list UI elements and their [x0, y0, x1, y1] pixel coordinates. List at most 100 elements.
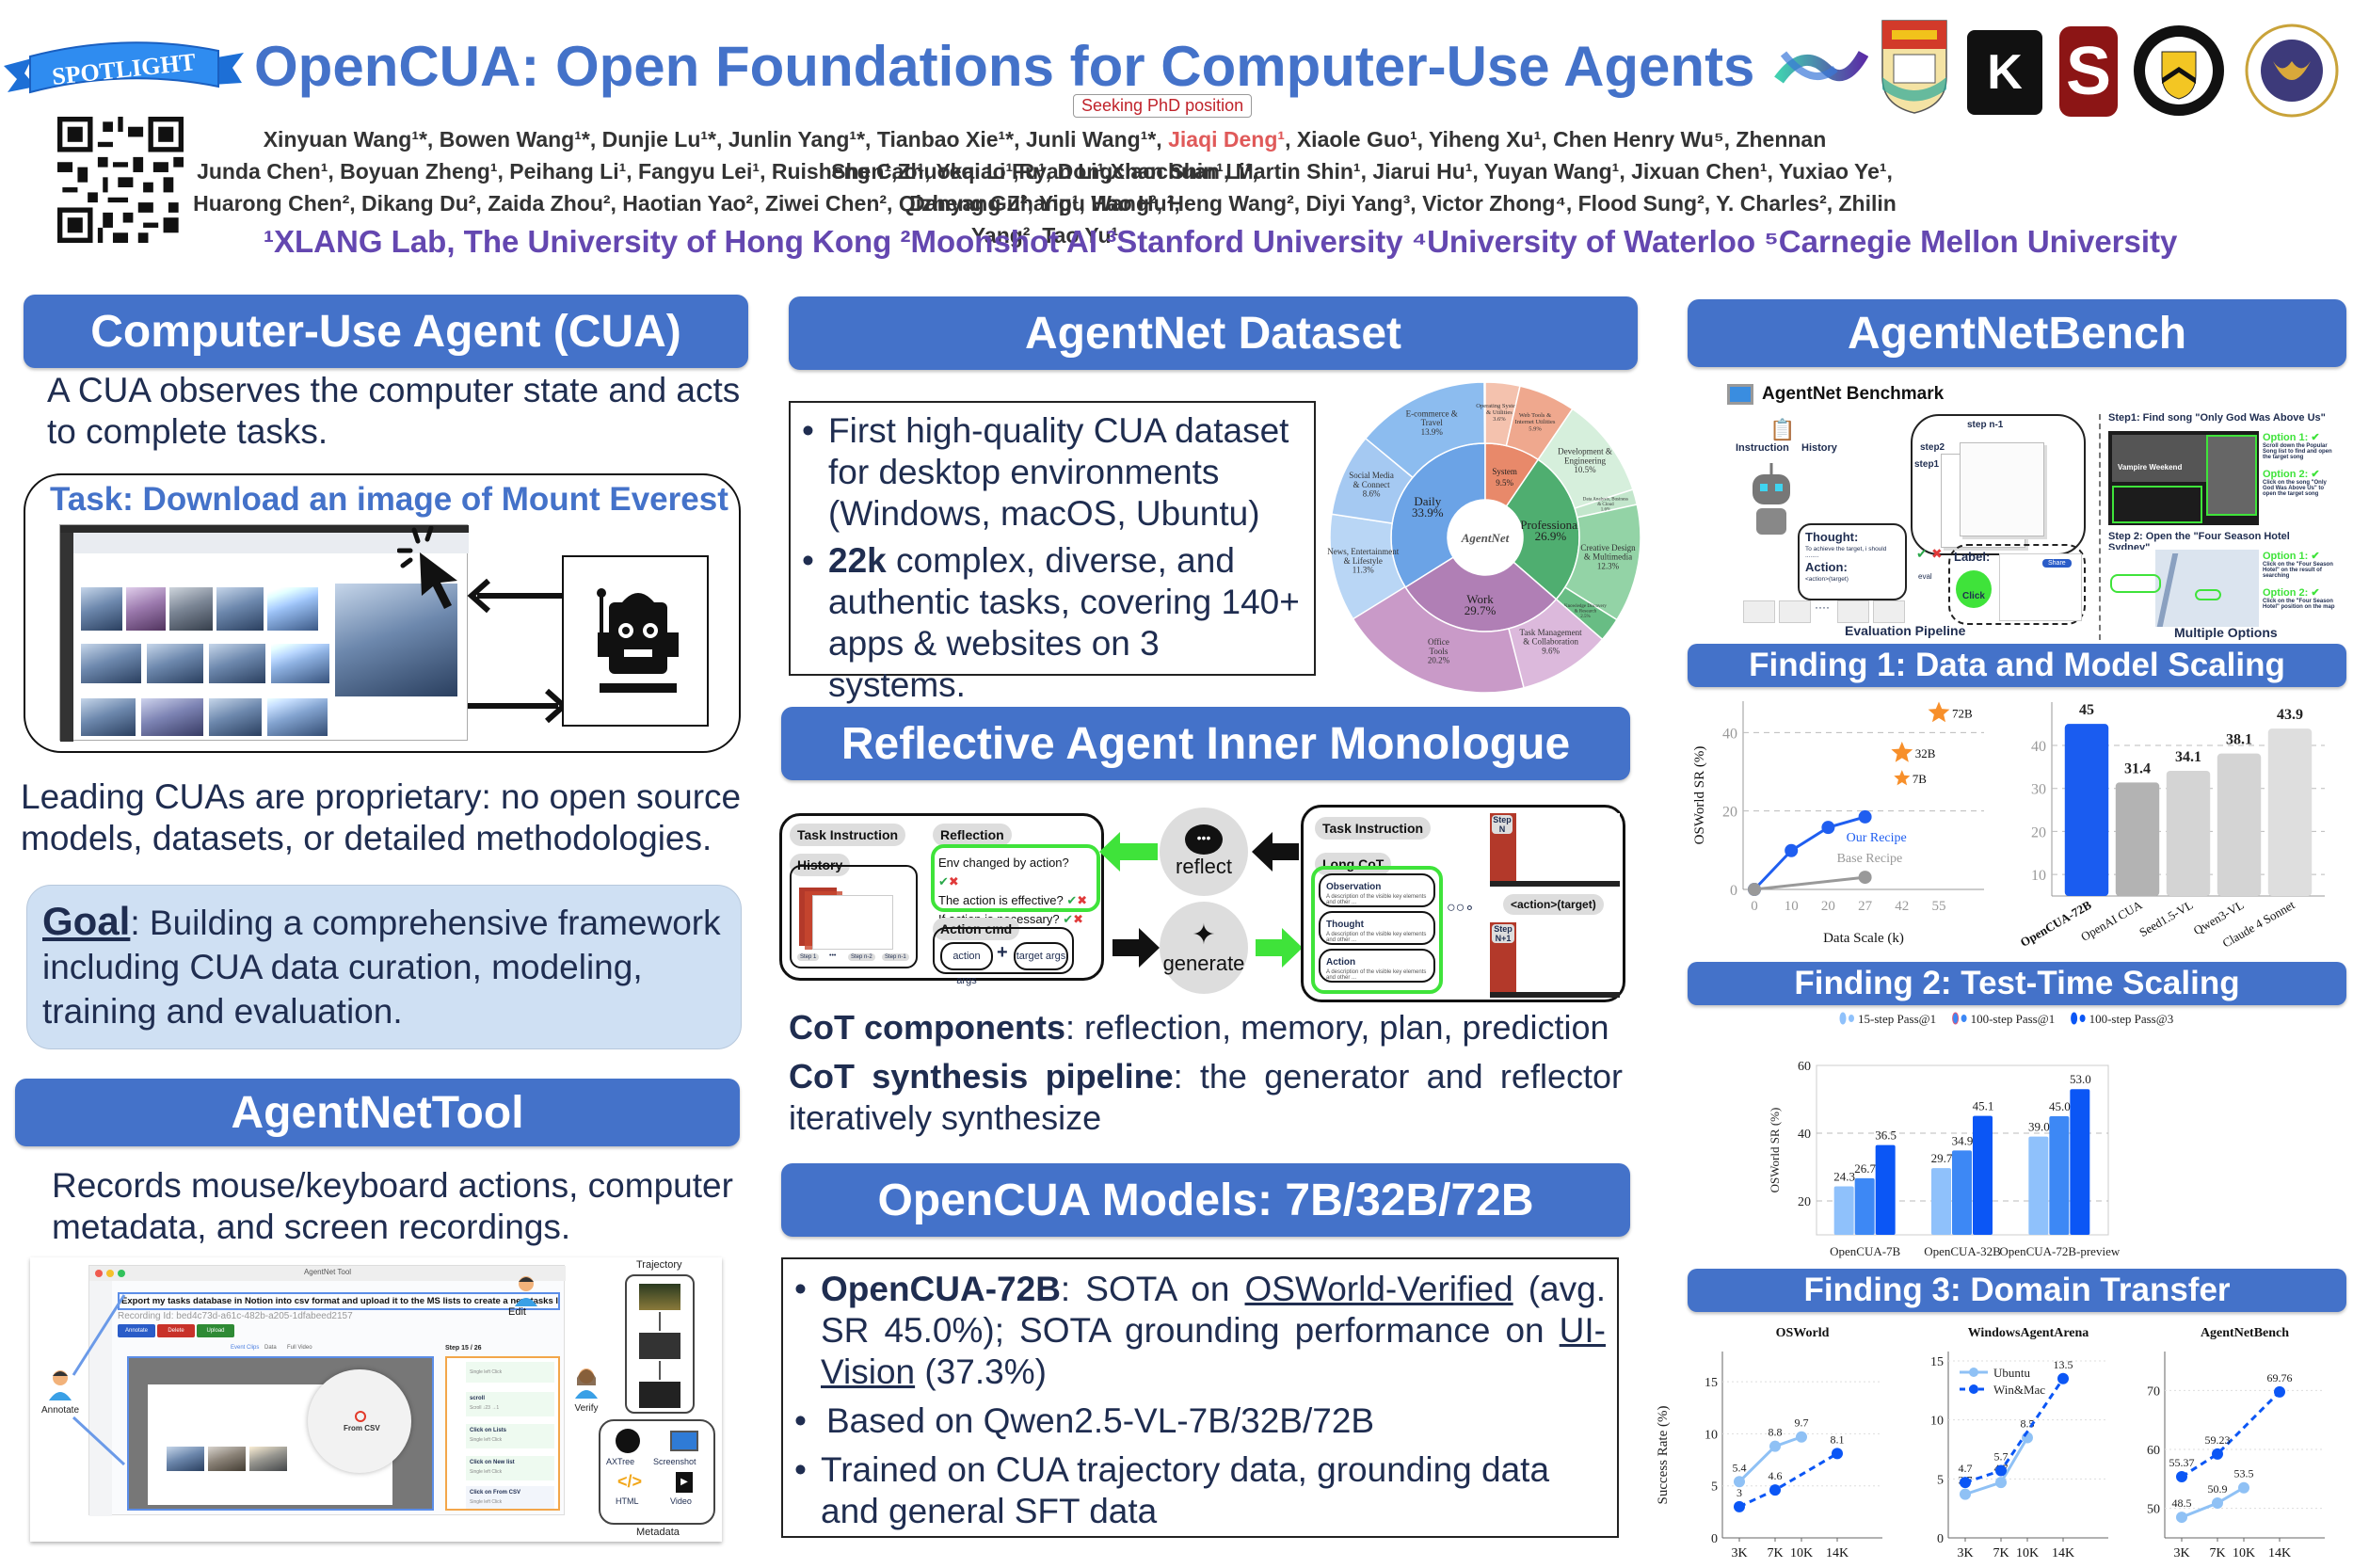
bar-claude-4-sonnet: [2267, 728, 2313, 896]
x-tick-label: 7K: [1993, 1546, 2009, 1560]
data-point: [1796, 1431, 1807, 1443]
osworld-verified-link[interactable]: OSWorld-Verified: [1244, 1270, 1513, 1308]
legend-marker: [1969, 1368, 1978, 1377]
bar-openai-cua: [2115, 782, 2160, 896]
data-point: [1960, 1488, 1971, 1500]
y-tick-label: 20: [1798, 1195, 1811, 1209]
point-value-label: 55.37: [2169, 1456, 2195, 1469]
point-value-label: 8.8: [1769, 1426, 1783, 1439]
qr-code[interactable]: [56, 117, 184, 243]
legend-label: 15-step Pass@1: [1858, 1012, 1936, 1026]
bar-qwen3-vl: [2217, 753, 2262, 896]
legend-swatch: [1952, 1012, 1960, 1025]
series-line-our-recipe: [1753, 815, 1866, 891]
steps-bubble: step n-1 step2 step1: [1911, 414, 2086, 555]
bench-robot-icon: [1753, 463, 1790, 535]
x-tick-label: 10K: [2233, 1546, 2255, 1560]
y-tick-label: 70: [2147, 1384, 2160, 1399]
instruction-icon: 📋: [1769, 418, 1796, 441]
bar: [1833, 1186, 1854, 1235]
legend-swatch: [1961, 1015, 1967, 1022]
editor-avatar-icon: [515, 1276, 537, 1306]
data-point: [1785, 843, 1799, 857]
x-axis-label: Data Scale (k): [1823, 931, 1904, 946]
bar: [2049, 1116, 2070, 1235]
annotate-role: Annotate: [34, 1368, 87, 1416]
tab-data[interactable]: Data: [264, 1345, 277, 1351]
sunburst-center: [1448, 500, 1523, 575]
data-point: [1858, 871, 1872, 885]
bar: [1931, 1168, 1951, 1235]
annotate-arrows: [72, 1294, 126, 1466]
waterloo-seal: [2134, 25, 2224, 116]
bar-seed1-5-vl: [2166, 770, 2211, 896]
agent-robot-box: [562, 555, 709, 727]
label-box: Label: Click Share: [1948, 544, 2086, 625]
reflection-checks: Env changed by action? ✔✖ The action is …: [931, 844, 1100, 926]
upload-button[interactable]: Upload: [197, 1324, 234, 1337]
x-tick-label: 3K: [2173, 1546, 2189, 1560]
legend-swatch: [2079, 1015, 2086, 1022]
thought-action-bubble: Thought:To achieve the target, i should …: [1798, 523, 1907, 600]
star-label: 32B: [1915, 746, 1936, 760]
legend-swatch: [1849, 1015, 1854, 1022]
tab-event-clips[interactable]: Event Clips: [231, 1345, 260, 1351]
generate-arrow-black: [1112, 939, 1141, 956]
y-tick-label: 0: [1730, 883, 1737, 899]
browser-screenshot: [59, 524, 469, 742]
y-tick-label: 40: [2031, 739, 2046, 755]
instruction-label: Instruction: [1736, 442, 1789, 454]
step-item[interactable]: Single left Click: [466, 1362, 554, 1383]
stanford-logo: S: [2059, 26, 2118, 117]
cot-components: CoT components: reflection, memory, plan…: [789, 1008, 1609, 1047]
data-point: [2212, 1448, 2223, 1460]
data-point: [2176, 1471, 2187, 1483]
action-arrow: [467, 578, 568, 614]
x-tick-label: 14K: [2268, 1546, 2291, 1560]
cua-heading: Computer-Use Agent (CUA): [24, 295, 748, 368]
event-clip-preview: From CSV: [127, 1356, 434, 1511]
ui-vision-link[interactable]: UI-Vision: [821, 1311, 1606, 1391]
legend-label: 100-step Pass@3: [2089, 1012, 2174, 1026]
recording-id: Recording Id: bed4c73d-a61c-482b-a205-1d…: [118, 1311, 353, 1321]
reflection-pill: Reflection: [933, 824, 1012, 846]
html-icon: </>: [617, 1472, 643, 1491]
sunburst-center-label: AgentNet: [1461, 531, 1510, 545]
screenshot-icon: [670, 1431, 698, 1451]
generate-black-arrowhead: [1139, 928, 1160, 968]
annotate-button[interactable]: Annotate: [118, 1324, 155, 1337]
finding3-heading: Finding 3: Domain Transfer: [1688, 1269, 2346, 1312]
cursor-click-icon: [397, 526, 457, 609]
data-point: [1995, 1464, 2007, 1477]
bar-value-label: 43.9: [2277, 707, 2303, 723]
screenshot-label: Screenshot: [653, 1457, 696, 1466]
sunburst-outer-segment: [1364, 381, 1486, 479]
tool-description: Records mouse/keyboard actions, computer…: [52, 1166, 733, 1246]
delete-button[interactable]: Delete: [157, 1324, 195, 1337]
bar: [1952, 1150, 1972, 1235]
xlang-logo: [1774, 50, 1868, 84]
x-tick-label: OpenCUA-72B-preview: [1999, 1244, 2120, 1258]
legend-label: 100-step Pass@1: [1971, 1012, 2056, 1026]
y-tick-label: 20: [1722, 805, 1737, 821]
metadata-panel: AXTree Screenshot </> ▶ HTML Video: [599, 1419, 715, 1525]
goal-label: Goal: [42, 899, 131, 943]
y-tick-label: 5: [1711, 1480, 1718, 1495]
history-frames: Step 1 ••• Step n-2 Step n-1: [790, 865, 918, 968]
thought-dots: ○○∘: [1447, 900, 1475, 916]
axtree-label: AXTree: [606, 1457, 635, 1466]
history-thumbnails: ····: [1743, 600, 1931, 625]
series-label: Base Recipe: [1837, 852, 1903, 866]
agentnettool-figure: AgentNet Tool Export my tasks database i…: [30, 1257, 722, 1542]
tab-full-video[interactable]: Full Video: [287, 1345, 312, 1351]
